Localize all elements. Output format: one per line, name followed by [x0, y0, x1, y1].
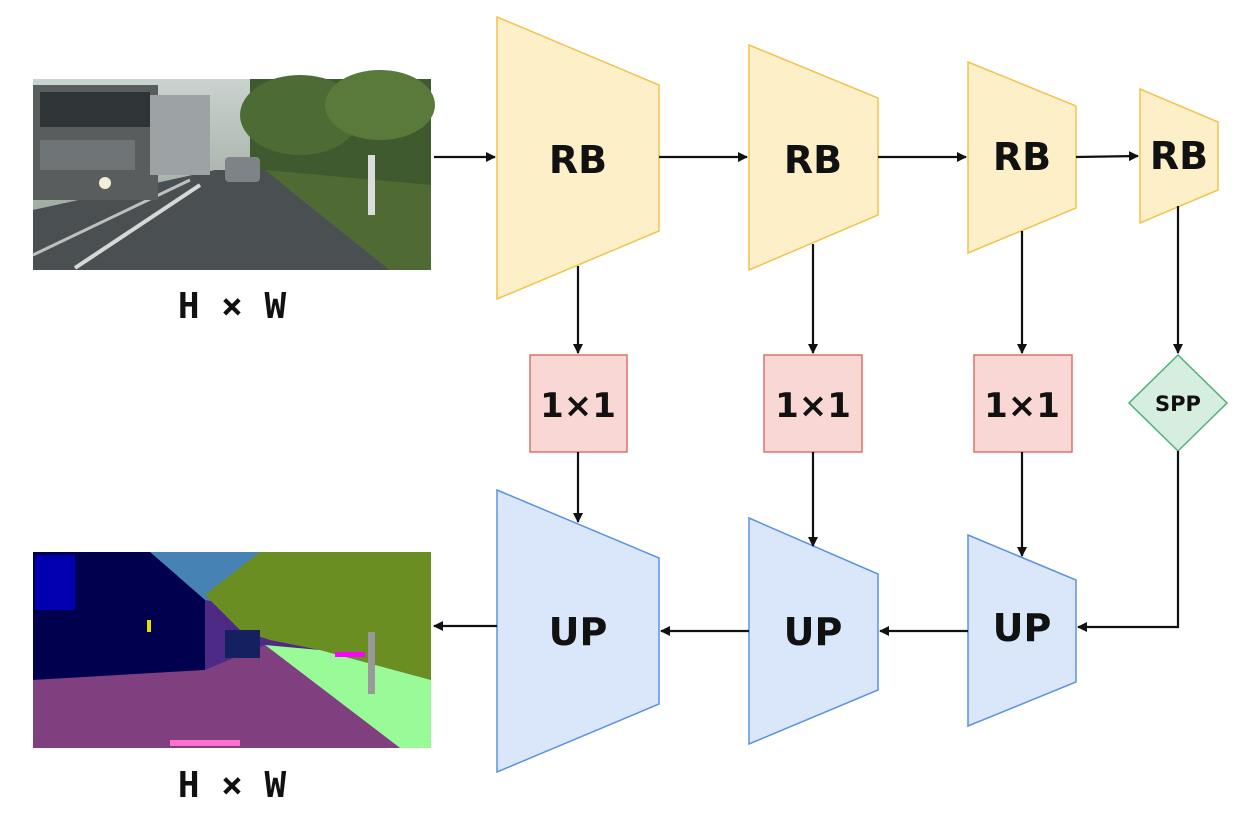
lateral-block-3-label: 1×1 — [984, 386, 1060, 426]
encoder-block-1-label: RB — [549, 138, 607, 182]
lateral-block-1 — [529, 354, 628, 453]
decoder-block-1 — [496, 488, 660, 774]
encoder-block-2 — [748, 43, 879, 272]
encoder-block-4 — [1139, 87, 1219, 225]
decoder-block-2 — [748, 516, 879, 746]
decoder-block-3 — [967, 533, 1077, 728]
encoder-block-1 — [496, 15, 660, 301]
input-dims-label: H × W — [178, 286, 287, 327]
arrow-encoder-3-to-4 — [1075, 151, 1139, 162]
encoder-block-3-label: RB — [993, 135, 1051, 179]
encoder-block-3 — [967, 60, 1077, 255]
lateral-block-3 — [973, 354, 1073, 453]
arrow-spp-to-decoder-3 — [1077, 451, 1180, 632]
encoder-block-4-label: RB — [1150, 134, 1208, 178]
lateral-block-1-label: 1×1 — [540, 386, 616, 426]
lateral-block-2-label: 1×1 — [775, 386, 851, 426]
encoder-block-2-label: RB — [784, 138, 842, 182]
decoder-block-3-label: UP — [993, 606, 1052, 650]
output-segmentation-image — [33, 552, 431, 748]
decoder-block-2-label: UP — [784, 610, 843, 654]
decoder-block-1-label: UP — [549, 610, 608, 654]
input-image — [32, 70, 435, 270]
spp-block-label: SPP — [1155, 392, 1201, 416]
lateral-block-2 — [763, 354, 863, 453]
output-dims-label: H × W — [178, 765, 287, 806]
